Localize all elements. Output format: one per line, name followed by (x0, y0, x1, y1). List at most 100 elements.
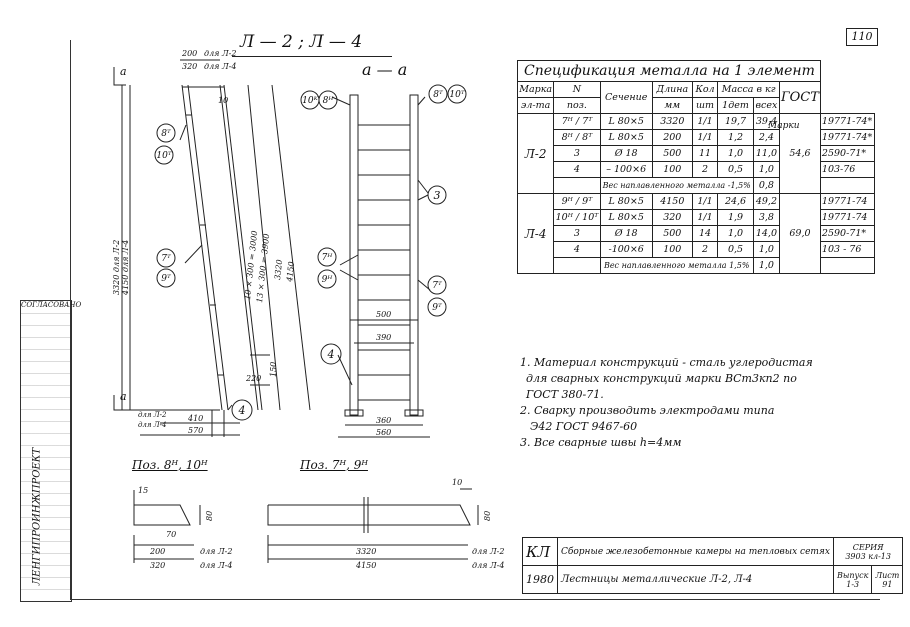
spec-cell: 4 (553, 241, 601, 258)
spec-cell: 1/1 (691, 113, 719, 130)
spec-cell: 1,0 (752, 241, 781, 258)
dim-top-200: 200 (181, 49, 197, 58)
dim-left-l2: 3320 для Л-2 (112, 240, 121, 295)
stamp-code1: КЛ (522, 537, 558, 566)
dim-bottom-570: 570 (188, 426, 203, 435)
spec-cell: 2 (691, 161, 719, 178)
spec-title: Спецификация металла на 1 элемент (517, 60, 821, 82)
spec-cell: 2 (691, 241, 719, 258)
hdr-length: Длина (651, 81, 693, 98)
spec-cell: 14,0 (752, 225, 781, 242)
dim-220: 220 (245, 374, 261, 383)
hdr-mark: Марка (516, 81, 555, 98)
hdr-pcs: шт (691, 97, 719, 114)
marker-4: 4 (327, 348, 335, 361)
spec-cell: 4150 (651, 193, 693, 210)
detail-left-200: 200 (149, 547, 165, 556)
stamp-desc2: Лестницы металлические Л-2, Л-4 (557, 565, 834, 594)
spec-cell: 100 (651, 241, 693, 258)
spec-cell: 11 (691, 145, 719, 162)
section-title: а — а (362, 60, 407, 79)
hdr-one: 1дет (717, 97, 754, 114)
dim-150: 150 (269, 362, 278, 377)
hdr-no: N (553, 81, 601, 98)
detail-right-for-l4: для Л-4 (472, 561, 504, 570)
side-stamp-agreed: СОГЛАСОВАНО (21, 301, 82, 309)
hdr-mass: Масса в кг (717, 81, 781, 98)
stamp-desc1: Сборные железобетонные камеры на тепловы… (557, 537, 834, 566)
stamp-series-label: СЕРИЯ (852, 542, 884, 552)
spec-cell: Ø 18 (599, 225, 653, 242)
section-mark-bottom: а (120, 390, 127, 403)
stamp-series: 3903 кл-13 (845, 551, 891, 561)
spec-cell: 3320 (651, 113, 693, 130)
title-block: КЛ Сборные железобетонные камеры на тепл… (522, 537, 904, 594)
dim-bottom-for-l2: для Л-2 (138, 411, 167, 419)
hdr-section: Сечение (599, 81, 653, 114)
spec-cell: 200 (651, 129, 693, 146)
dim-sec-500: 500 (376, 310, 391, 319)
spec-cell: 1,0 (717, 145, 754, 162)
marker-10t-section: 10ᵀ (449, 90, 465, 100)
marker-10t: 10ᵀ (156, 151, 172, 161)
note-line: 1. Материал конструкций - сталь углероди… (520, 356, 813, 369)
stamp-year: 1980 (522, 565, 558, 594)
spec-cell: 1,0 (752, 161, 781, 178)
spec-cell: 11,0 (752, 145, 781, 162)
marker-3: 3 (434, 189, 441, 202)
spec-cell: 100 (651, 161, 693, 178)
dim-right-4150: 4150 (285, 261, 296, 283)
detail-right-3320: 3320 (356, 547, 376, 556)
spec-cell (819, 257, 876, 274)
spec-cell (553, 257, 601, 274)
sheet-frame-bottom (70, 599, 880, 600)
spec-cell: -100×6 (599, 241, 653, 258)
marker-8n: 8ᴴ (323, 96, 335, 106)
spec-cell (553, 177, 601, 194)
spec-cell: 69,0 (779, 193, 821, 274)
spec-cell: 49,2 (752, 193, 781, 210)
side-stamp: СОГЛАСОВАНО ЛЕНГИПРОИНЖПРОЕКТ (20, 300, 82, 602)
spec-cell (819, 177, 876, 194)
spec-cell: 0,8 (752, 177, 781, 194)
dim-right-3320: 3320 (273, 259, 284, 280)
title-underline (232, 56, 392, 57)
stamp-sheet: 91 (882, 579, 893, 589)
stamp-sheet-label: Лист (875, 570, 900, 580)
dim-top-320: 320 (182, 62, 197, 71)
detail-right-4150: 4150 (355, 561, 376, 570)
spec-cell: L 80×5 (599, 193, 653, 210)
marker-7t-section: 7ᵀ (432, 281, 443, 291)
spec-cell: Вес наплавленного металла -1,5% (599, 177, 754, 194)
hdr-mm: мм (651, 97, 693, 114)
hdr-pos: поз. (553, 97, 601, 114)
detail-right-80: 80 (483, 511, 492, 521)
detail-drawings: 15 70 80 200 320 для Л-2 для Л-4 10 80 3… (133, 478, 504, 570)
note-line: Э42 ГОСТ 9467-60 (530, 420, 638, 433)
detail-right-title: Поз. 7ᴴ, 9ᴴ (300, 458, 368, 472)
marker-4-bottom: 4 (238, 404, 246, 417)
note-line: 2. Сварку производить электродами типа (520, 404, 775, 417)
spec-cell: L 80×5 (599, 113, 653, 130)
detail-right-for-l2: для Л-2 (472, 547, 504, 556)
detail-left-title: Поз. 8ᴴ, 10ᴴ (132, 458, 208, 472)
notes: 1. Материал конструкций - сталь углероди… (520, 355, 813, 451)
detail-left-70: 70 (166, 530, 176, 539)
spec-cell: 320 (651, 209, 693, 226)
dim-sec-360: 360 (376, 416, 391, 425)
marker-8t: 8ᵀ (161, 129, 172, 139)
marker-7t: 7ᵀ (161, 254, 172, 264)
hdr-all: всех (752, 97, 781, 114)
spec-cell: 7ᴴ / 7ᵀ (553, 113, 601, 130)
spec-row: Вес наплавленного металла -1,5%0,8 (518, 177, 876, 194)
detail-left-for-l4: для Л-4 (200, 561, 232, 570)
dim-bottom-for-l4: для Л-4 (138, 421, 166, 429)
stamp-issue: 1-3 (846, 579, 860, 589)
spec-cell: 19,7 (717, 113, 754, 130)
